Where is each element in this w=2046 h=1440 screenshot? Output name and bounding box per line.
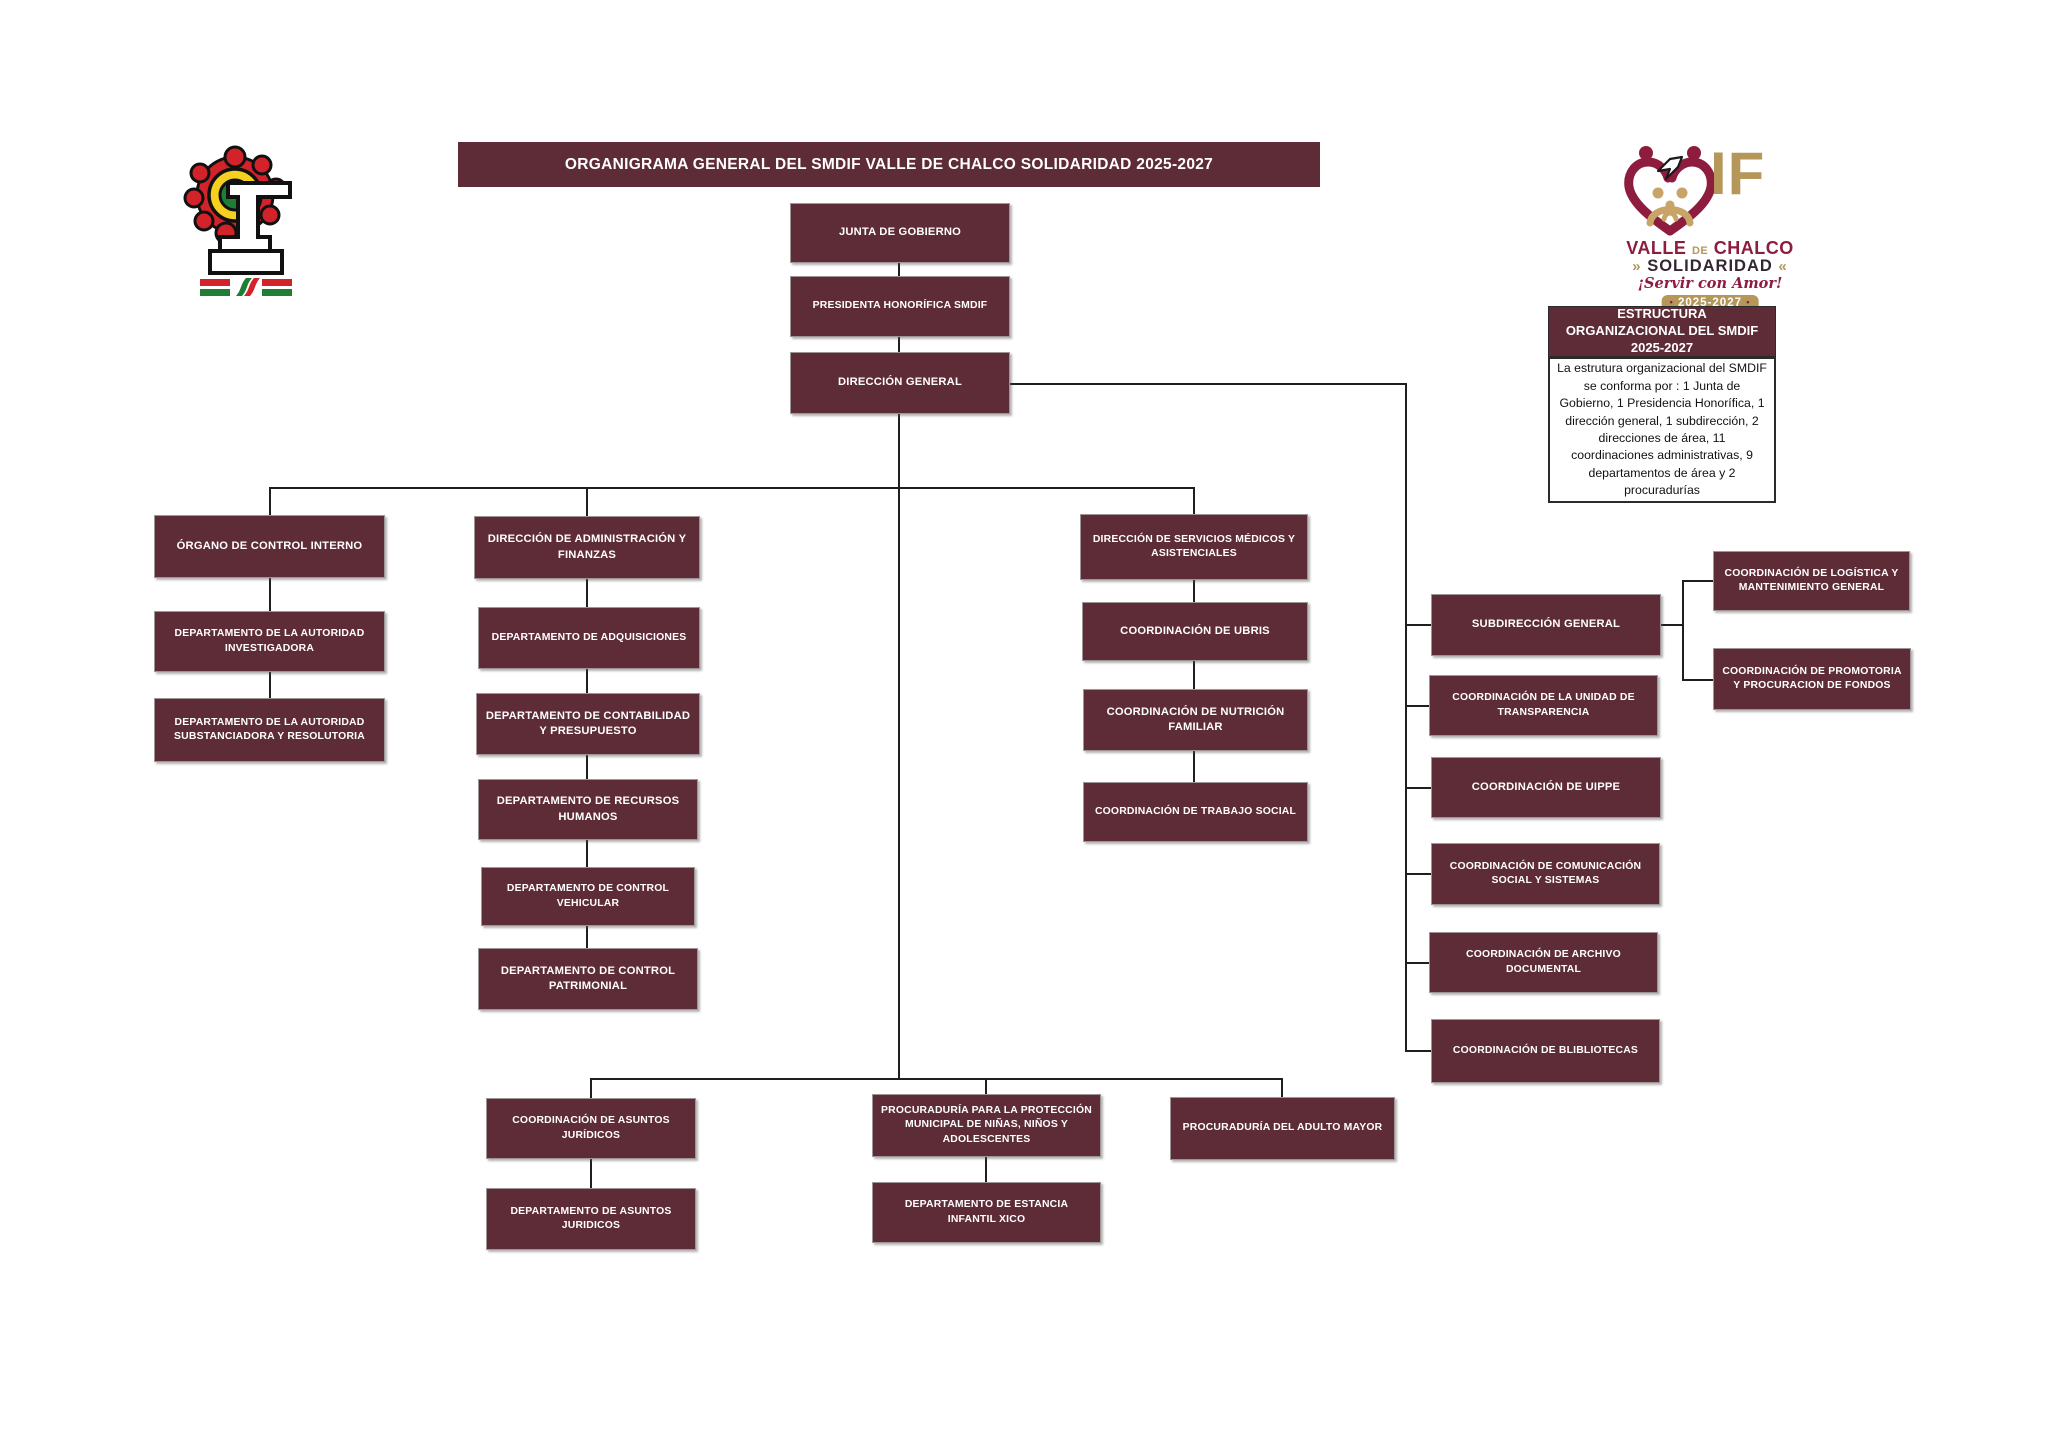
node-dep-control-patrimonial: DEPARTAMENTO DE CONTROL PATRIMONIAL (478, 948, 698, 1010)
dif-valle-de-chalco: VALLE DE CHALCO (1612, 238, 1808, 259)
connector-line (898, 337, 900, 353)
node-dep-autoridad-substanciadora: DEPARTAMENTO DE LA AUTORIDAD SUBSTANCIAD… (154, 698, 385, 762)
connector-line (269, 487, 271, 516)
connector-line (1682, 679, 1714, 681)
connector-line (586, 840, 588, 868)
connector-line (1405, 873, 1433, 875)
dif-solidaridad-text: SOLIDARIDAD (1647, 257, 1773, 275)
connector-line (269, 672, 271, 699)
page-title: ORGANIGRAMA GENERAL DEL SMDIF VALLE DE C… (458, 142, 1320, 187)
dif-de-text: DE (1691, 245, 1709, 257)
node-coord-bibliotecas: COORDINACIÓN DE BLIBLIOTECAS (1431, 1019, 1660, 1083)
node-dep-contabilidad-presupuesto: DEPARTAMENTO DE CONTABILIDAD Y PRESUPUES… (476, 693, 700, 755)
family-icon (1646, 187, 1694, 227)
connector-line (1193, 751, 1195, 783)
node-organo-control-interno: ÓRGANO DE CONTROL INTERNO (154, 515, 385, 578)
connector-line (269, 578, 271, 612)
badge-dot-icon: • (1746, 297, 1751, 307)
node-coord-comunicacion-social: COORDINACIÓN DE COMUNICACIÓN SOCIAL Y SI… (1431, 843, 1660, 905)
connector-line (586, 487, 588, 517)
connector-line (1405, 962, 1433, 964)
connector-line (1405, 787, 1433, 789)
node-coord-ubris: COORDINACIÓN DE UBRIS (1082, 602, 1308, 661)
node-coord-unidad-transparencia: COORDINACIÓN DE LA UNIDAD DE TRANSPARENC… (1429, 675, 1658, 736)
connector-line (590, 1078, 592, 1099)
chevrons-left-icon: » (1632, 258, 1642, 275)
dif-chalco-text: CHALCO (1713, 238, 1794, 258)
connector-line (586, 669, 588, 694)
node-subdireccion-general: SUBDIRECCIÓN GENERAL (1431, 594, 1661, 656)
node-dep-estancia-infantil-xico: DEPARTAMENTO DE ESTANCIA INFANTIL XICO (872, 1182, 1101, 1243)
connector-line (590, 1159, 592, 1189)
node-coord-promotoria-fondos: COORDINACIÓN DE PROMOTORIA Y PROCURACION… (1713, 648, 1911, 710)
node-coord-trabajo-social: COORDINACIÓN DE TRABAJO SOCIAL (1083, 782, 1308, 842)
connector-line (1193, 487, 1195, 515)
node-coord-archivo-documental: COORDINACIÓN DE ARCHIVO DOCUMENTAL (1429, 932, 1658, 993)
connector-line (1281, 1078, 1283, 1098)
dif-slogan: ¡Servir con Amor! (1637, 275, 1783, 292)
node-direccion-general: DIRECCIÓN GENERAL (790, 352, 1010, 414)
connector-line (586, 926, 588, 949)
connector-line (269, 487, 1195, 489)
connector-line (1405, 705, 1433, 707)
node-dep-autoridad-investigadora: DEPARTAMENTO DE LA AUTORIDAD INVESTIGADO… (154, 611, 385, 672)
connector-line (1405, 383, 1407, 1052)
badge-dot-icon: • (1669, 297, 1674, 307)
dif-solidaridad: » SOLIDARIDAD « (1612, 257, 1808, 276)
dif-logo: IF VALLE DE CHALCO » SOLIDARIDAD « ¡Serv… (1612, 140, 1808, 311)
municipal-emblem-icon (183, 145, 292, 296)
dif-if-wordmark: IF (1710, 140, 1766, 207)
connector-line (1193, 580, 1195, 603)
connector-line (898, 263, 900, 277)
connector-line (1010, 383, 1407, 385)
dif-heart-family-icon (1624, 146, 1716, 236)
node-direccion-servicios-medicos: DIRECCIÓN DE SERVICIOS MÉDICOS Y ASISTEN… (1080, 514, 1308, 580)
node-presidenta-honorifica: PRESIDENTA HONORÍFICA SMDIF (790, 276, 1010, 337)
node-coord-nutricion-familiar: COORDINACIÓN DE NUTRICIÓN FAMILIAR (1083, 689, 1308, 751)
municipal-logo (178, 133, 308, 298)
node-coord-uippe: COORDINACIÓN DE UIPPE (1431, 757, 1661, 818)
connector-line (898, 414, 900, 1079)
connector-line (586, 755, 588, 780)
dove-icon (1656, 155, 1684, 181)
node-dep-asuntos-juridicos: DEPARTAMENTO DE ASUNTOS JURIDICOS (486, 1188, 696, 1250)
node-procuraduria-adulto-mayor: PROCURADURÍA DEL ADULTO MAYOR (1170, 1097, 1395, 1160)
info-panel-body: La estrutura organizacional del SMDIF se… (1548, 357, 1776, 503)
connector-line (586, 579, 588, 608)
node-junta-de-gobierno: JUNTA DE GOBIERNO (790, 203, 1010, 263)
connector-line (1405, 624, 1433, 626)
connector-line (1193, 661, 1195, 690)
node-dep-control-vehicular: DEPARTAMENTO DE CONTROL VEHICULAR (481, 867, 695, 926)
dif-valle-text: VALLE (1626, 238, 1687, 258)
connector-line (590, 1078, 1283, 1080)
connector-line (1682, 580, 1684, 681)
connector-line (1405, 1050, 1433, 1052)
node-coord-logistica-mantenimiento: COORDINACIÓN DE LOGÍSTICA Y MANTENIMIENT… (1713, 551, 1910, 611)
chevrons-right-icon: « (1778, 258, 1788, 275)
info-panel-title: ESTRUCTURA ORGANIZACIONAL DEL SMDIF 2025… (1548, 306, 1776, 357)
node-dep-recursos-humanos: DEPARTAMENTO DE RECURSOS HUMANOS (478, 779, 698, 840)
node-direccion-administracion-finanzas: DIRECCIÓN DE ADMINISTRACIÓN Y FINANZAS (474, 516, 700, 579)
connector-line (1682, 580, 1714, 582)
connector-line (985, 1157, 987, 1183)
node-procuraduria-ninas-ninos: PROCURADURÍA PARA LA PROTECCIÓN MUNICIPA… (872, 1094, 1101, 1157)
node-dep-adquisiciones: DEPARTAMENTO DE ADQUISICIONES (478, 607, 700, 669)
connector-line (1661, 624, 1683, 626)
connector-line (985, 1078, 987, 1095)
node-coord-asuntos-juridicos: COORDINACIÓN DE ASUNTOS JURÍDICOS (486, 1098, 696, 1159)
